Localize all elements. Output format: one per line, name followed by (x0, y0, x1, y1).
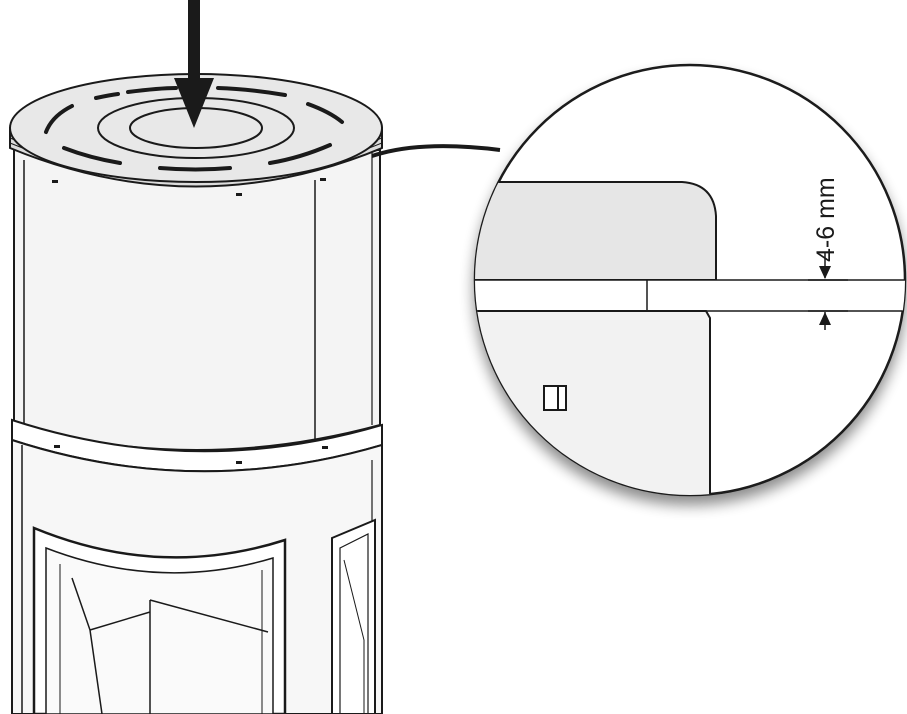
panel-clip (236, 193, 242, 196)
door-glass (45, 546, 274, 714)
top-lid (9, 73, 383, 188)
gap-dimension (808, 252, 848, 330)
panel-clip-detail (543, 385, 567, 411)
upper-cylinder-panel (13, 149, 381, 451)
panel-clip (320, 178, 326, 181)
panel-clip (52, 180, 58, 183)
lid-vent-slots (44, 86, 344, 172)
push-down-arrow (174, 0, 214, 128)
body-panel-detail (475, 310, 711, 495)
lid-edge-detail (475, 181, 717, 281)
gap-dimension-label: 4-6 mm (812, 177, 840, 262)
firebox-liner (71, 577, 269, 714)
lid-gap (475, 280, 905, 311)
stove-body (11, 149, 383, 714)
magnified-detail-callout: 4-6 mm (473, 63, 907, 497)
callout-connector-line (371, 144, 501, 158)
